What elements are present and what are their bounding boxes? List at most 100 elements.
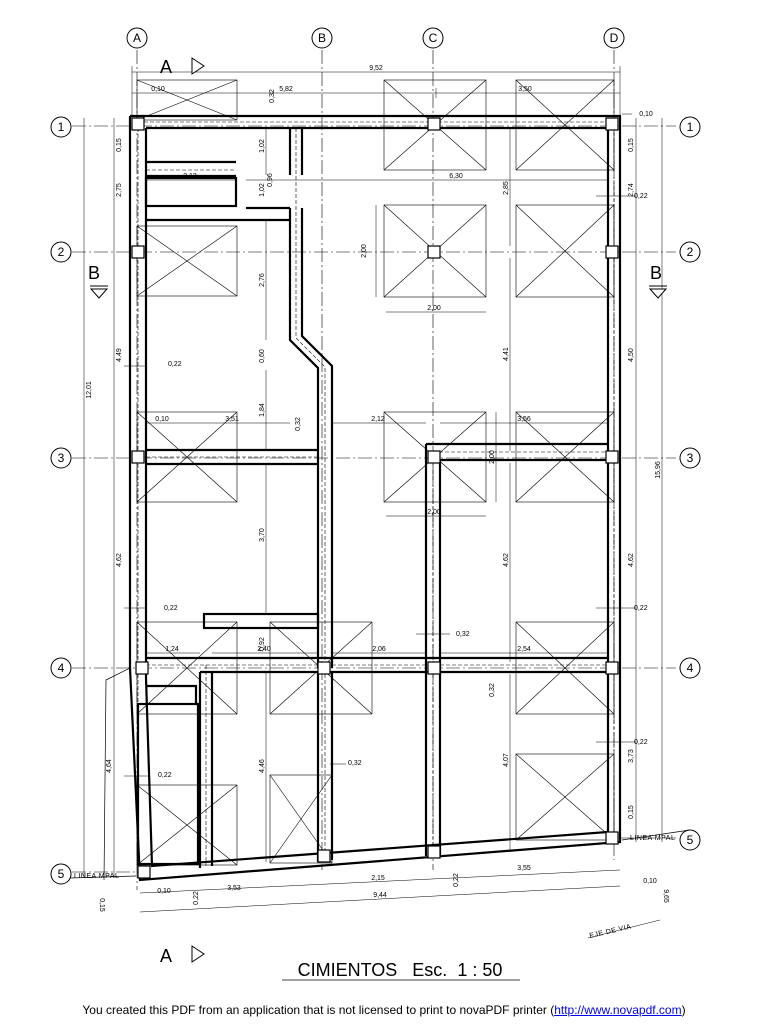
foundation-walls <box>128 114 622 882</box>
dim-d446: 4,46 <box>259 759 266 773</box>
bubble-B: B <box>318 31 326 45</box>
license-footer: You created this PDF from an application… <box>0 1003 768 1017</box>
reinforcement-lines <box>137 121 615 872</box>
dim-center-200v: 2,00 <box>361 244 368 258</box>
dim-d240: 2,40 <box>257 646 271 653</box>
dim-d032-e: 0,32 <box>489 683 496 697</box>
dim-d124: 1,24 <box>165 646 179 653</box>
bubble-3-right: 3 <box>687 451 694 465</box>
footer-text: You created this PDF from an application… <box>82 1003 555 1017</box>
dimension-lines <box>83 66 663 939</box>
dim-d096: 0,96 <box>267 173 274 187</box>
section-b-right: B <box>650 263 662 283</box>
dim-top-left: 5,82 <box>279 86 293 93</box>
dim-d213: 2,13 <box>183 173 197 180</box>
bubble-4-left: 4 <box>58 661 65 675</box>
footer-end: ) <box>681 1003 686 1017</box>
column-bubbles <box>126 27 625 49</box>
dim-right-022-c: 0,22 <box>634 739 648 746</box>
dim-right-450: 4,50 <box>628 348 635 362</box>
dim-bot-022b: 0,22 <box>453 873 460 887</box>
dim-left-449: 4,49 <box>116 348 123 362</box>
dim-bot-215: 2,15 <box>371 875 385 882</box>
bubble-5-left: 5 <box>58 867 65 881</box>
dim-d092: 0,92 <box>259 637 266 651</box>
dim-d102a: 1,02 <box>259 139 266 153</box>
dim-left-462: 4,62 <box>116 553 123 567</box>
row-bubbles-left <box>50 116 72 885</box>
dim-d206: 2,06 <box>372 646 386 653</box>
dim-d370: 3,70 <box>259 528 266 542</box>
bubble-2-left: 2 <box>58 245 65 259</box>
dim-d022-a: 0,22 <box>168 361 182 368</box>
dim-bot-010r: 0,10 <box>643 878 657 885</box>
dim-top-v032: 0,32 <box>269 89 276 103</box>
dim-d200-row3v: 2,00 <box>489 450 496 464</box>
dim-center-200h: 2,00 <box>427 305 441 312</box>
dim-bot-965: 9,65 <box>662 889 669 903</box>
dim-d351: 3,51 <box>225 416 239 423</box>
bubble-4-right: 4 <box>687 661 694 675</box>
bubble-2-right: 2 <box>687 245 694 259</box>
dim-center-462: 4,62 <box>503 553 510 567</box>
dim-d102b: 1,02 <box>259 183 266 197</box>
dim-right-010-top: 0,10 <box>639 111 653 118</box>
dim-right-015: 0,15 <box>628 138 635 152</box>
dim-d407: 4,07 <box>503 753 510 767</box>
bubble-3-left: 3 <box>58 451 65 465</box>
novapdf-link[interactable]: http://www.novapdf.com <box>554 1003 682 1017</box>
columns <box>131 117 619 879</box>
dim-bot-353: 3,53 <box>227 885 241 892</box>
dim-left-1201: 12,01 <box>86 381 93 399</box>
bubble-A: A <box>133 31 141 45</box>
foundation-plan: A B C D 1 2 3 4 5 1 2 3 4 5 <box>50 27 701 981</box>
dim-bot-022: 0,22 <box>193 891 200 905</box>
bubble-1-right: 1 <box>687 120 694 134</box>
dim-right-022-b: 0,22 <box>634 605 648 612</box>
dim-d200-row3h: 2,00 <box>427 509 441 516</box>
dim-right-462: 4,62 <box>628 553 635 567</box>
section-b-left: B <box>88 263 100 283</box>
dim-d060: 0,60 <box>259 349 266 363</box>
dim-d032-d: 0,32 <box>348 760 362 767</box>
eje-de-via-label: EJE DE VIA <box>589 924 632 940</box>
dim-d254: 2,54 <box>517 646 531 653</box>
bubble-D: D <box>610 31 619 45</box>
dim-bot-355: 3,55 <box>517 865 531 872</box>
dim-left-015: 0,15 <box>116 138 123 152</box>
dim-d032-mid: 0,32 <box>295 417 302 431</box>
linea-mpal-leaders <box>69 667 691 881</box>
section-a-top: A <box>160 57 172 77</box>
dim-left-275: 2,75 <box>116 183 123 197</box>
bubble-C: C <box>429 31 438 45</box>
dim-d010-row3: 0,10 <box>155 416 169 423</box>
dim-right-373: 3,73 <box>628 749 635 763</box>
row-bubbles-right <box>679 116 701 851</box>
footings <box>136 79 615 866</box>
dim-right-274: 2,74 <box>628 183 635 197</box>
dim-top-right: 3,50 <box>518 86 532 93</box>
section-a-bottom: A <box>160 946 172 966</box>
dim-top-total: 9,52 <box>369 65 383 72</box>
dim-bot-010: 0,10 <box>157 888 171 895</box>
dim-d032-c: 0,32 <box>456 631 470 638</box>
dim-d022-b: 0,22 <box>164 605 178 612</box>
dim-center-285: 2,85 <box>503 181 510 195</box>
bubble-5-right: 5 <box>687 833 694 847</box>
dim-d276: 2,76 <box>259 273 266 287</box>
dim-top-010: 0,10 <box>151 86 165 93</box>
dim-bot-015: 0,15 <box>98 898 105 912</box>
bubble-1-left: 1 <box>58 120 65 134</box>
dim-d022-c: 0,22 <box>158 772 172 779</box>
dim-right-015b: 0,15 <box>628 805 635 819</box>
dim-right-022-a: 0,22 <box>634 193 648 200</box>
dim-d184: 1,84 <box>259 403 266 417</box>
dim-d212: 2,12 <box>371 416 385 423</box>
dim-d356: 3,56 <box>517 416 531 423</box>
plan-title: CIMIENTOS Esc. 1 : 50 <box>298 960 503 980</box>
linea-mpal-left-label: LINEA MPAL <box>74 873 119 880</box>
dim-center-441: 4,41 <box>503 347 510 361</box>
linea-mpal-right-label: LINEA MPAL <box>630 835 675 842</box>
dim-bot-944: 9,44 <box>373 892 387 899</box>
dim-d630: 6,30 <box>449 173 463 180</box>
